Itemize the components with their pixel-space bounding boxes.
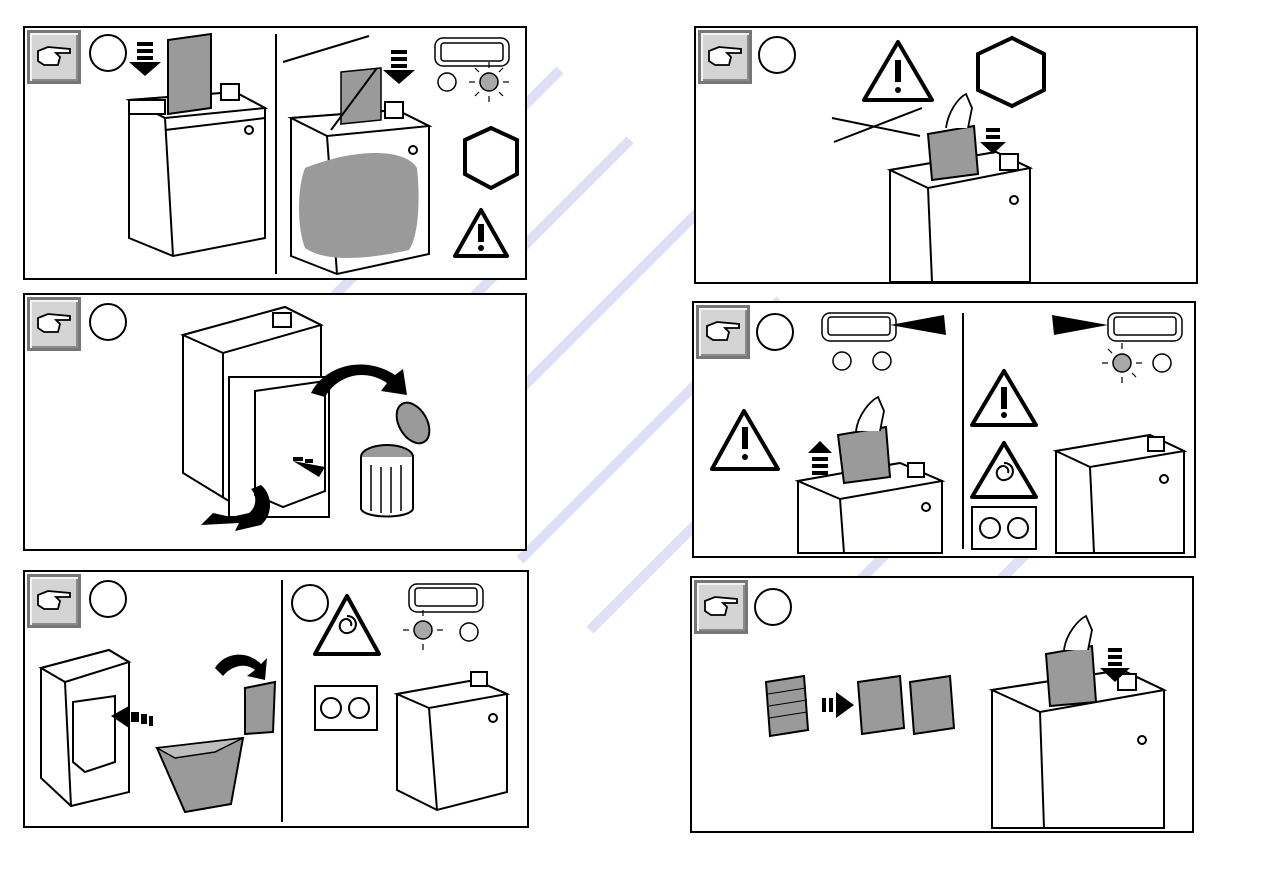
left-arrow-icon: [890, 315, 946, 335]
curved-arrow-icon: [215, 655, 267, 680]
step-circle: [89, 303, 127, 341]
full-bin-fill: [299, 153, 419, 258]
hand-icon-box: [696, 305, 750, 359]
pointing-hand-icon: [707, 43, 745, 69]
hand-icon: [946, 94, 972, 128]
shredder-illustration: [1056, 435, 1184, 553]
step-circle: [89, 34, 127, 72]
panel-divider: [275, 34, 277, 274]
gears-icon: [315, 686, 377, 730]
down-arrow-icon: [129, 42, 161, 76]
step-circle: [291, 584, 329, 622]
shredder-illustration: [183, 307, 329, 517]
hand-icon-box: [27, 30, 81, 84]
stop-octagon-icon: [978, 38, 1044, 106]
indicator-lamp-icon: [1113, 354, 1131, 372]
panel-insert-bag: [23, 570, 529, 828]
gears-icon: [972, 507, 1036, 549]
hand-icon-box: [27, 297, 81, 351]
panel-do-not-push-paper: [694, 26, 1198, 284]
indicator-lamp-icon: [1153, 354, 1171, 372]
shredder-illustration: [397, 672, 507, 810]
stop-octagon-icon: [465, 128, 517, 188]
right-arrow-icon: [1052, 315, 1108, 335]
down-arrow-icon: [383, 50, 415, 84]
panel-feed-paper: [23, 26, 527, 280]
paper-stack: [910, 676, 954, 734]
entanglement-hazard-icon: [972, 443, 1036, 497]
panel-divider: [962, 313, 964, 549]
step-circle: [754, 588, 792, 626]
paper-stack: [838, 427, 890, 483]
hand-icon-box: [27, 574, 81, 628]
paper-sheet: [1046, 646, 1096, 706]
pointing-hand-icon: [36, 310, 74, 336]
indicator-lamp-icon: [438, 73, 456, 91]
trash-bin-icon: [361, 397, 436, 517]
indicator-lamp-icon: [833, 352, 851, 370]
paper-stack: [858, 676, 904, 734]
up-arrow-icon: [808, 441, 832, 475]
panel-reverse-jam: [692, 301, 1196, 558]
paper-bag: [245, 682, 275, 734]
step-circle: [89, 580, 127, 618]
panel-split-stack: [690, 576, 1194, 833]
step-circle: [758, 36, 796, 74]
pointing-hand-icon: [36, 587, 74, 613]
indicator-lamp-icon: [414, 621, 432, 639]
indicator-lamp-icon: [873, 352, 891, 370]
down-arrow-icon: [980, 128, 1006, 154]
indicator-lamp-icon: [480, 73, 498, 91]
hand-icon-box: [694, 580, 748, 634]
step-circle: [756, 313, 794, 351]
right-arrow-icon: [822, 692, 854, 718]
cross-mark: [832, 108, 922, 142]
pointing-hand-icon: [703, 593, 741, 619]
paper-sheet: [168, 34, 211, 114]
pointing-hand-icon: [36, 43, 74, 69]
paper-stack: [766, 676, 808, 736]
panel-empty-bin: [23, 293, 527, 551]
indicator-lamp-icon: [460, 623, 478, 641]
paper-stack: [928, 126, 978, 180]
pointing-hand-icon: [705, 318, 743, 344]
panel-divider: [281, 580, 283, 822]
shredder-illustration: [41, 650, 129, 806]
hand-icon-box: [698, 30, 752, 84]
